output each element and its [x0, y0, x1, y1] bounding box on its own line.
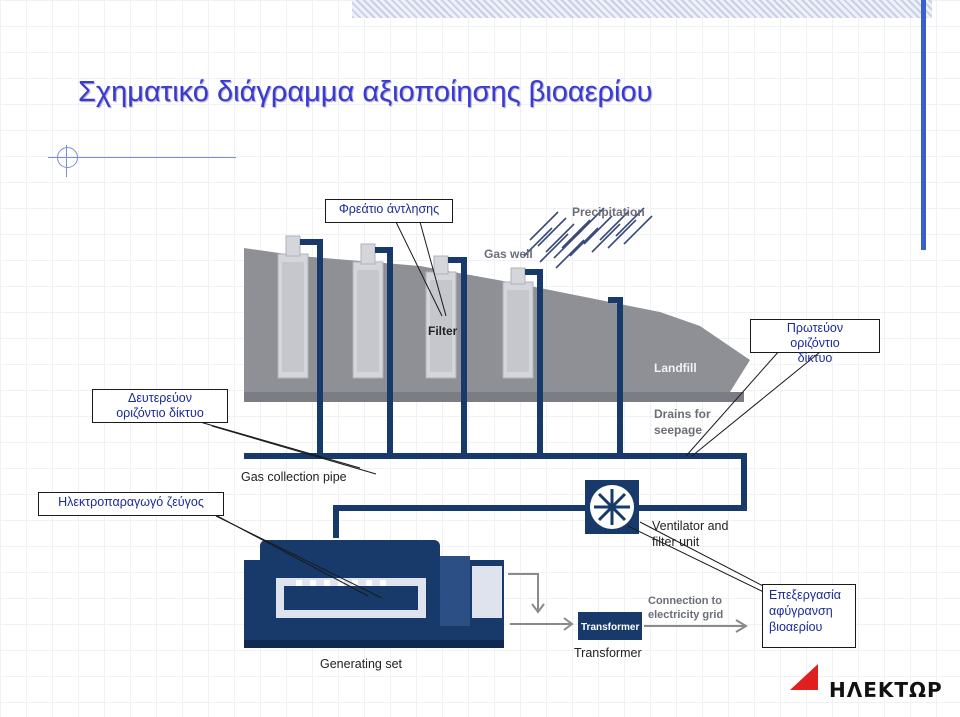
landfill-label: Landfill — [654, 361, 697, 375]
filter-label: Filter — [428, 324, 458, 338]
label-transformer: Transformer — [574, 646, 642, 660]
label-gas-collection-pipe: Gas collection pipe — [241, 470, 347, 484]
precipitation-label: Precipitation — [572, 205, 645, 219]
callout-generator-set: Ηλεκτροπαραγωγό ζεύγος — [38, 492, 224, 516]
connection-label-2: electricity grid — [648, 609, 723, 621]
logo-text: ΗΛΕΚΤΩΡ — [829, 678, 943, 702]
drains-label-2: seepage — [654, 423, 702, 437]
callout-secondary-network: Δευτερεύον οριζόντιο δίκτυο — [92, 389, 228, 423]
drains-label: Drains for — [654, 407, 711, 421]
connection-label: Connection to — [648, 595, 722, 607]
logo-mark — [790, 664, 818, 690]
callout-processing: Επεξεργασία αφύγρανση βιοαερίου — [762, 584, 856, 648]
fan-blades — [594, 489, 630, 525]
gas-well-label: Gas well — [484, 247, 533, 261]
label-generating-set: Generating set — [320, 657, 402, 671]
transformer-box-label: Transformer — [581, 622, 639, 633]
label-ventilator: Ventilator and filter unit — [652, 518, 732, 550]
callout-primary-network: Πρωτεύον οριζόντιο δίκτυο — [750, 319, 880, 353]
callout-pump-well: Φρεάτιο άντλησης — [325, 199, 453, 223]
